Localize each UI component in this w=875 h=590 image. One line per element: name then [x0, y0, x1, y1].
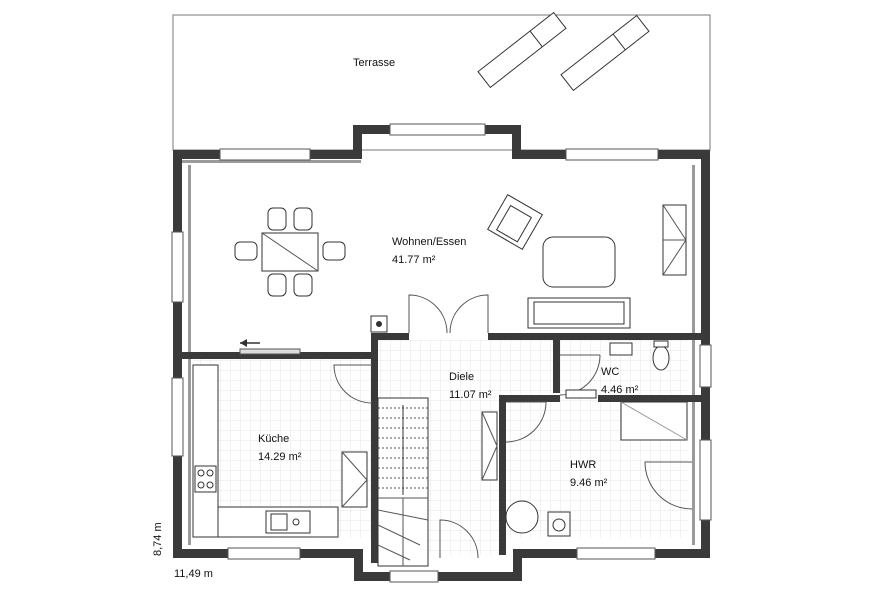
- wc-fixtures: [565, 340, 670, 399]
- utility-fixtures: [505, 500, 571, 537]
- hall-furniture: [481, 411, 498, 481]
- toilet-icon: [652, 345, 670, 371]
- wc-area: 4.46 m²: [601, 384, 639, 396]
- wc-label: WC: [601, 366, 619, 378]
- fridge-icon: [341, 451, 368, 508]
- living-label: Wohnen/Essen: [392, 236, 466, 248]
- boiler-icon: [505, 500, 539, 534]
- width-dimension: 11,49 m: [174, 568, 213, 580]
- kitchen-label: Küche: [258, 433, 289, 445]
- armchair-icon: [486, 193, 544, 251]
- room-labels: Terrasse Wohnen/Essen 41.77 m² Diele 11.…: [258, 57, 639, 489]
- windows: [171, 123, 712, 583]
- kitchen-counter-left: [192, 364, 219, 538]
- doors: [333, 294, 693, 559]
- utility-label: HWR: [570, 459, 596, 471]
- kitchen-area: 14.29 m²: [258, 451, 302, 463]
- living-area: 41.77 m²: [392, 254, 436, 266]
- utility-area: 9.46 m²: [570, 477, 608, 489]
- wardrobe-icon: [481, 411, 498, 481]
- living-furniture: [234, 193, 687, 347]
- hall-label: Diele: [449, 371, 474, 383]
- cooktop-icon: [194, 465, 217, 493]
- arrow-left-icon: [240, 339, 260, 347]
- depth-dimension: 8,74 m: [152, 522, 164, 556]
- sun-lounger-left-icon: [477, 11, 567, 89]
- sun-lounger-right-icon: [560, 14, 650, 92]
- hall-area: 11.07 m²: [449, 389, 492, 401]
- coffee-table-icon: [542, 236, 616, 288]
- staircase: [377, 397, 429, 567]
- washbasin-icon: [609, 342, 633, 356]
- kitchen-furniture: [192, 364, 368, 538]
- dimension-labels: 11,49 m 8,74 m: [152, 522, 213, 580]
- terrace-label: Terrasse: [353, 57, 395, 69]
- interior-walls: [182, 333, 701, 563]
